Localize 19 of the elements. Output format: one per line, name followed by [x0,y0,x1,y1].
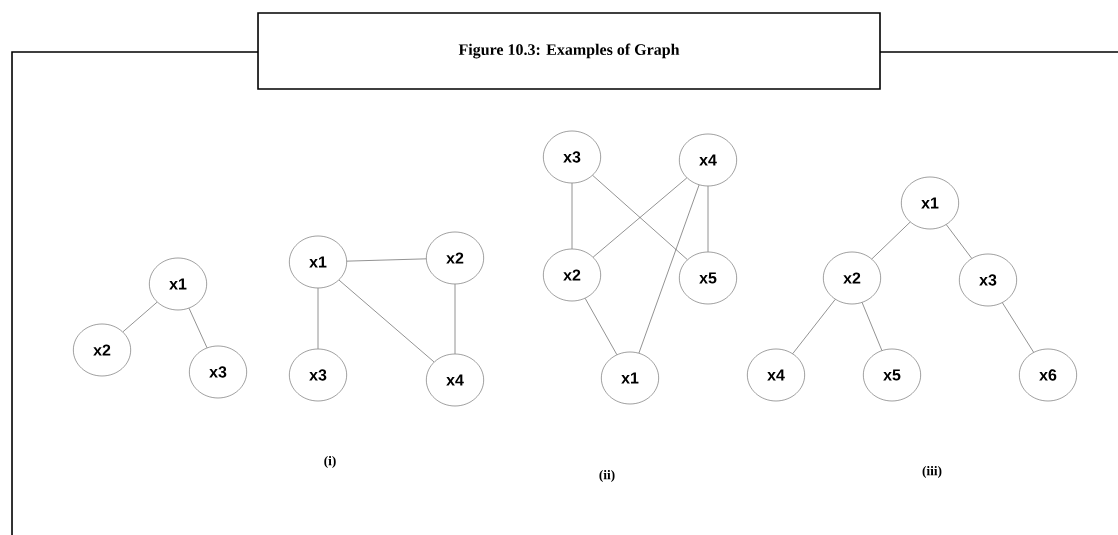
edge-line [946,224,972,259]
graph-label: (iii) [922,465,942,479]
edge-line [571,183,573,249]
edge-line [346,258,427,262]
edge-line [707,186,709,252]
edge-line [188,308,208,348]
edge-line [338,279,435,363]
graph-label: (i) [324,455,336,469]
edge-line [792,299,836,354]
title-box: Figure 10.3: Examples of Graph [257,12,881,90]
edge-line [1002,302,1034,353]
graph-label: (ii) [599,469,615,483]
edge-line [861,302,883,351]
edge-line [638,184,700,354]
edge-line [871,221,911,260]
edge-line [122,301,158,333]
edge-line [454,284,456,354]
edge-line [317,288,319,349]
edge-line [584,298,618,355]
